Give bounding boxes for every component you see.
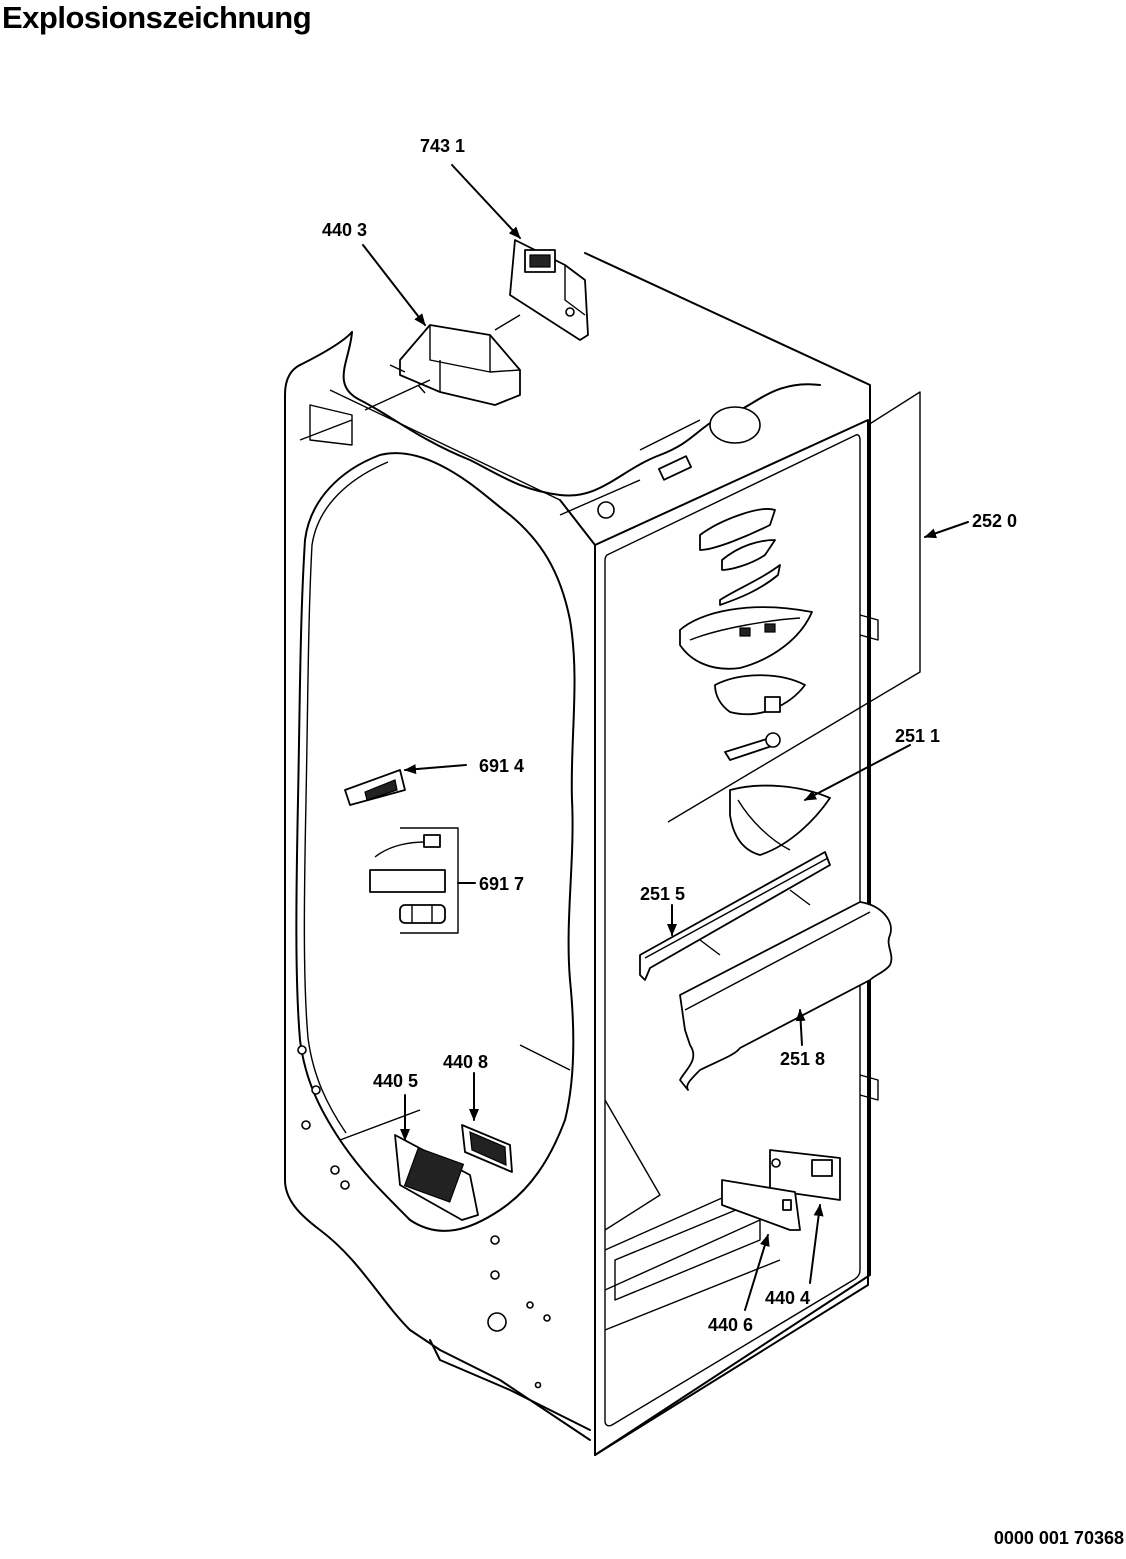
- callout-251-5: 251 5: [640, 884, 685, 904]
- callout-251-8: 251 8: [780, 1049, 825, 1069]
- callout-440-4: 440 4: [765, 1288, 810, 1308]
- part-691-4-clip: [344, 769, 406, 806]
- callout-743-1: 743 1: [420, 136, 465, 156]
- callout-440-6: 440 6: [708, 1315, 753, 1335]
- callout-440-5: 440 5: [373, 1071, 418, 1091]
- callout-440-8: 440 8: [443, 1052, 488, 1072]
- part-440-3-component: [364, 314, 521, 411]
- page-title: Explosionszeichnung: [2, 0, 312, 35]
- part-252-0-light-assembly: [667, 391, 921, 823]
- part-251-8-cover-plate: [679, 889, 893, 1091]
- document-number: 0000 001 70368: [993, 1528, 1124, 1548]
- leader-lines: [362, 164, 969, 1311]
- callout-252-0: 252 0: [972, 511, 1017, 531]
- part-440-4-bracket: [769, 1149, 841, 1201]
- callout-691-7: 691 7: [479, 874, 524, 894]
- part-440-8-panel: [461, 1124, 513, 1173]
- callout-691-4: 691 4: [479, 756, 524, 776]
- part-743-1-bracket: [509, 239, 589, 341]
- part-251-1-lamp-cover: [729, 784, 831, 856]
- part-691-7-kit: [369, 827, 459, 934]
- part-440-5-panel: [394, 1134, 479, 1221]
- cabinet-body: [284, 252, 879, 1456]
- part-440-6-bracket: [721, 1179, 801, 1231]
- callout-251-1: 251 1: [895, 726, 940, 746]
- callout-440-3: 440 3: [322, 220, 367, 240]
- part-251-5-rail: [639, 851, 831, 981]
